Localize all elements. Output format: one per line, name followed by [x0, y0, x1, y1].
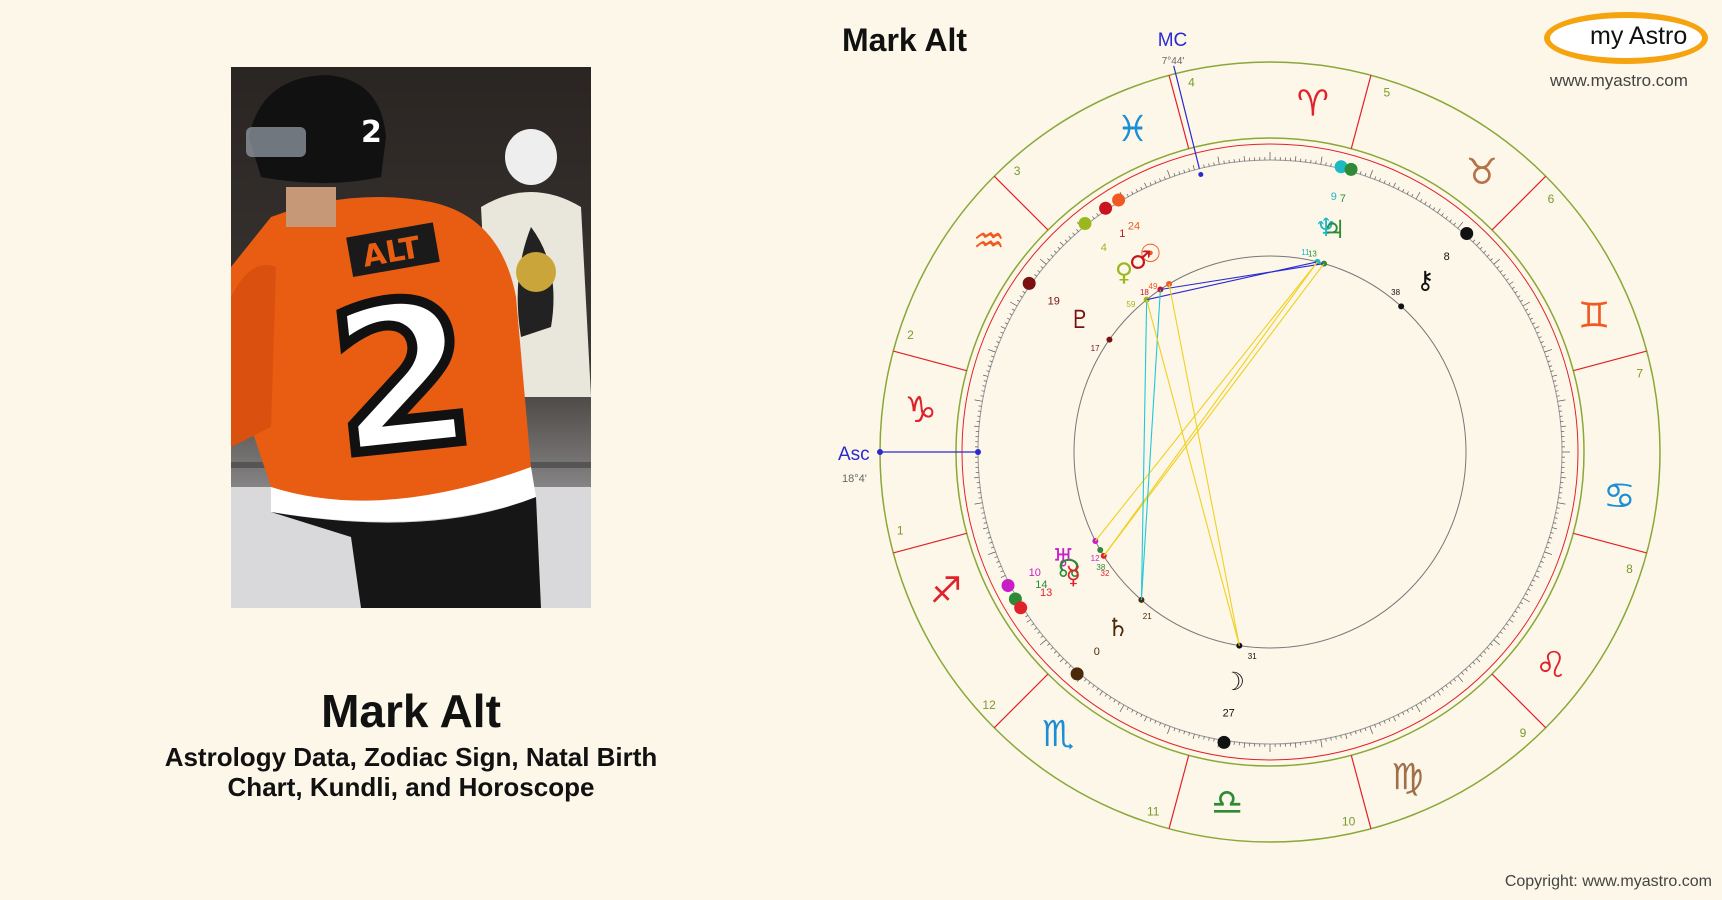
north-node-minute: 38: [1096, 563, 1105, 572]
saturn-minute: 21: [1143, 612, 1152, 621]
mars-degree: 1: [1119, 228, 1125, 240]
mercury-minute: 32: [1101, 569, 1110, 578]
svg-text:2: 2: [321, 255, 484, 501]
asc-label: Asc: [838, 444, 870, 465]
venus-minute: 59: [1126, 300, 1135, 309]
scorpio-icon: ♏: [1042, 714, 1074, 755]
libra-icon: ♎: [1211, 782, 1243, 823]
sun-degree: 24: [1128, 221, 1140, 233]
saturn-marker: [1070, 667, 1084, 681]
house-number: 1: [897, 524, 904, 538]
pluto-marker: [1022, 276, 1036, 290]
uranus-minute: 12: [1091, 554, 1100, 563]
jupiter-marker: [1344, 162, 1358, 176]
uranus-degree: 10: [1029, 567, 1041, 579]
chiron-degree: 8: [1444, 251, 1450, 263]
chiron-icon: ⚷: [1416, 266, 1434, 295]
saturn-degree: 0: [1094, 646, 1100, 658]
copyright: Copyright: www.myastro.com: [1504, 873, 1712, 890]
moon-icon: ☽: [1222, 667, 1244, 696]
neptune-minute: 11: [1301, 248, 1310, 257]
venus-marker: [1078, 217, 1092, 231]
house-number: 11: [1147, 804, 1160, 818]
jupiter-icon: ♃: [1323, 215, 1345, 244]
aspect-line: [1160, 263, 1325, 291]
aspect-line: [1168, 283, 1240, 646]
sun-minute: 49: [1149, 282, 1158, 291]
aspect-line: [1146, 299, 1240, 646]
chart-title: Mark Alt: [842, 22, 968, 58]
mc-degree: 7°44': [1162, 56, 1185, 67]
sagittarius-icon: ♐: [930, 571, 962, 612]
cancer-icon: ♋: [1603, 476, 1635, 517]
moon-degree: 27: [1223, 708, 1235, 720]
myastro-logo[interactable]: my Astro: [1544, 12, 1714, 68]
neptune-degree: 9: [1331, 191, 1337, 203]
mars-icon: ♂: [1129, 246, 1151, 275]
mars-marker: [1099, 201, 1113, 215]
mercury-icon: ☿: [1066, 561, 1081, 590]
jupiter-minute: 13: [1308, 249, 1317, 258]
mars-minute: 18: [1140, 288, 1149, 297]
jupiter-degree: 7: [1340, 193, 1346, 205]
uranus-icon: ♅: [1052, 543, 1074, 572]
moon-minute: 31: [1248, 652, 1257, 661]
house-number: 12: [982, 698, 996, 712]
house-number: 4: [1188, 75, 1195, 89]
house-number: 6: [1548, 192, 1555, 206]
taurus-icon: ♉: [1466, 152, 1498, 193]
venus-icon: ♀: [1115, 258, 1133, 287]
asc-degree: 18°4': [842, 473, 867, 485]
natal-chart-wheel: 123456789101112♐♑♒♓♈♉♊♋♌♍♎♏Asc18°4'MC7°4…: [838, 30, 1661, 843]
capricorn-icon: ♑: [904, 390, 936, 431]
north-node-degree: 14: [1035, 579, 1047, 591]
logo-text: my Astro: [1590, 22, 1688, 50]
north-node-icon: ☊: [1058, 554, 1080, 583]
sun-icon: ☉: [1139, 239, 1161, 268]
house-number: 3: [1014, 164, 1021, 178]
neptune-icon: ♆: [1315, 213, 1337, 242]
svg-text:2: 2: [361, 115, 382, 150]
virgo-icon: ♍: [1391, 757, 1423, 798]
aspect-line: [1103, 263, 1325, 557]
saturn-icon: ♄: [1107, 613, 1129, 642]
gemini-icon: ♊: [1578, 295, 1610, 336]
sun-marker: [1112, 193, 1126, 207]
chiron-minute: 38: [1391, 288, 1400, 297]
site-url[interactable]: www.myastro.com: [1550, 71, 1688, 90]
person-subtitle: Astrology Data, Zodiac Sign, Natal Birth…: [164, 742, 658, 802]
house-number: 8: [1626, 562, 1633, 576]
moon-marker: [1217, 735, 1231, 749]
aspect-line: [1094, 261, 1318, 542]
uranus-marker: [1001, 578, 1015, 592]
house-number: 10: [1342, 815, 1356, 829]
house-number: 7: [1636, 366, 1643, 380]
mc-label: MC: [1158, 30, 1188, 51]
aspect-line: [1103, 261, 1318, 557]
house-number: 9: [1520, 726, 1527, 740]
aquarius-icon: ♒: [973, 221, 1005, 262]
aries-icon: ♈: [1297, 84, 1329, 125]
pluto-minute: 17: [1091, 344, 1100, 353]
house-number: 5: [1383, 86, 1390, 100]
mercury-degree: 13: [1040, 587, 1052, 599]
jersey-name: ALT: [346, 222, 440, 277]
aspect-line: [1146, 261, 1318, 301]
pluto-icon: ♇: [1069, 305, 1091, 334]
aspect-line: [1140, 299, 1148, 600]
jersey-number: 2: [316, 250, 489, 506]
leo-icon: ♌: [1535, 645, 1567, 686]
chiron-marker: [1460, 227, 1474, 241]
person-name: Mark Alt: [321, 685, 501, 737]
house-number: 2: [907, 328, 914, 342]
player-photo: 2 ALT 2: [231, 67, 591, 608]
mercury-marker: [1014, 601, 1028, 615]
pisces-icon: ♓: [1116, 109, 1148, 150]
pluto-degree: 19: [1048, 296, 1060, 308]
venus-degree: 4: [1101, 242, 1107, 254]
neptune-marker: [1334, 160, 1348, 174]
